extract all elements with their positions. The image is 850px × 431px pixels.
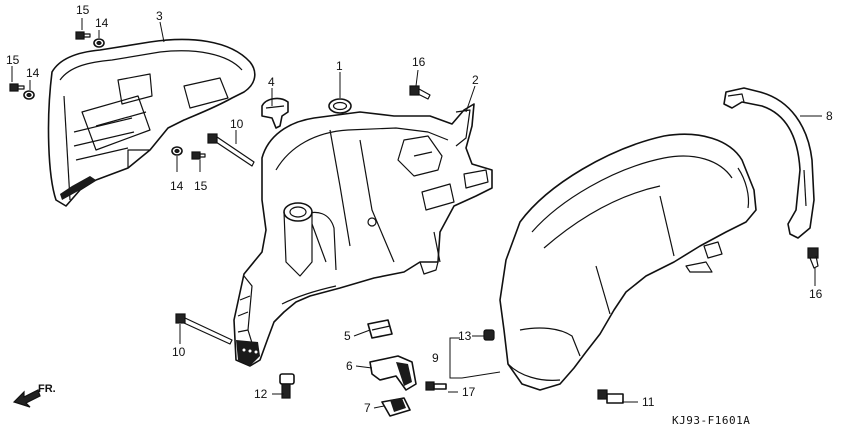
bolt-10-upper: [207, 133, 255, 167]
grommet-part: [381, 397, 411, 417]
callout-14-top: 14: [95, 16, 109, 30]
callout-15-mid: 15: [194, 179, 208, 193]
fender-stay-part: [685, 87, 815, 273]
clip-nut-part: [367, 319, 393, 339]
inner-cover-part: [233, 103, 493, 367]
clip-part: [261, 97, 289, 129]
callout-14-left: 14: [26, 66, 40, 80]
nut-13: [483, 329, 495, 341]
callout-15-left: 15: [6, 53, 20, 67]
leader-lines: [11, 18, 822, 409]
bolt-11: [597, 389, 624, 404]
callout-16-top: 16: [412, 55, 426, 69]
bracket-clip-part: [369, 355, 417, 391]
front-direction-indicator: FR.: [12, 383, 56, 408]
bolt-17: [425, 381, 447, 391]
bolt-16-top: [409, 85, 431, 100]
callout-16-right: 16: [809, 287, 823, 301]
bolt-16-right: [807, 247, 819, 269]
diagram-code: KJ93-F1601A: [672, 414, 750, 427]
callout-8: 8: [826, 109, 833, 123]
rear-fender-part: [499, 133, 757, 391]
washer-14-mid: [171, 146, 183, 156]
callout-12: 12: [254, 387, 268, 401]
callout-14-mid: 14: [170, 179, 184, 193]
callout-labels: 15 14 3 15 14 4 1 16 2 10 14 15 8 16 10 …: [6, 3, 833, 415]
callout-2: 2: [472, 73, 479, 87]
callout-15-top: 15: [76, 3, 90, 17]
front-direction-label: FR.: [38, 383, 56, 395]
callout-9: 9: [432, 351, 439, 365]
callout-6: 6: [346, 359, 353, 373]
callout-11: 11: [642, 395, 655, 409]
fasteners: [9, 31, 819, 404]
o-ring-part: [328, 98, 352, 114]
bolt-15-top: [75, 31, 91, 40]
callout-5: 5: [344, 329, 351, 343]
bolt-15-left: [9, 83, 25, 92]
front-arrow-icon: [12, 389, 41, 408]
callout-10-upper: 10: [230, 117, 244, 131]
callout-17: 17: [462, 385, 476, 399]
callout-1: 1: [336, 59, 343, 73]
callout-4: 4: [268, 75, 275, 89]
screw-12: [279, 373, 295, 399]
callout-10-lower: 10: [172, 345, 186, 359]
bolt-15-mid: [191, 151, 206, 160]
washer-14-left: [23, 90, 35, 100]
washer-14-top: [93, 38, 105, 48]
callout-3: 3: [156, 9, 163, 23]
callout-7: 7: [364, 401, 371, 415]
callout-13: 13: [458, 329, 472, 343]
bolt-10-lower: [175, 313, 233, 345]
upper-cover-part: [47, 38, 256, 207]
